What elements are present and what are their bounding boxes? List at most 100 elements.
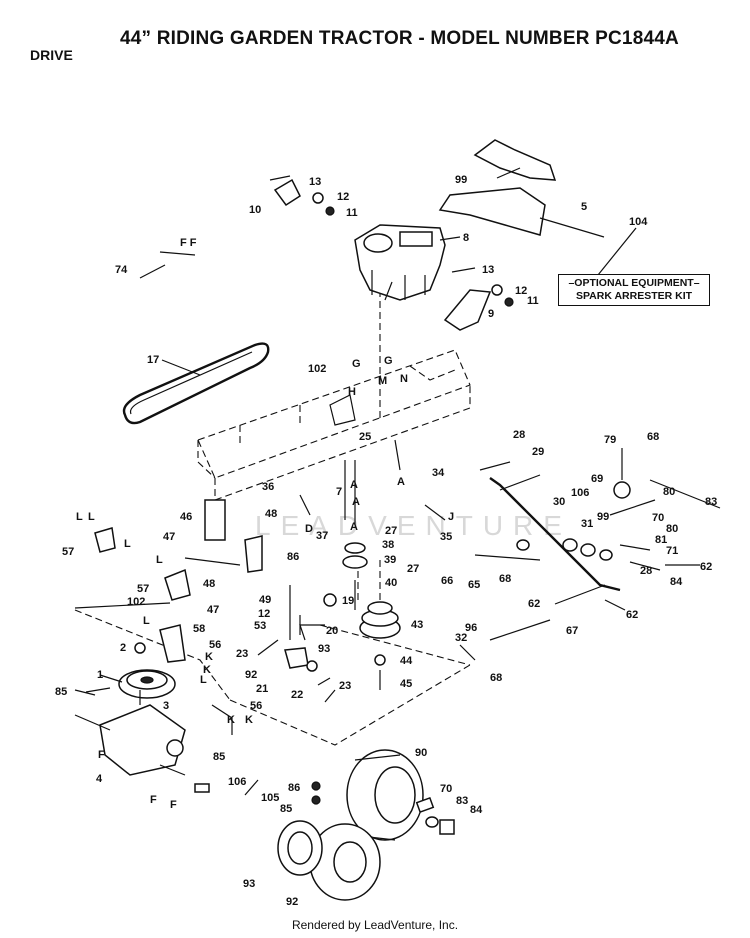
section-label: DRIVE xyxy=(30,47,73,63)
label-11b: 11 xyxy=(527,295,539,307)
label-42: 44 xyxy=(400,655,413,667)
label-L1: L xyxy=(76,511,83,523)
label-39: 39 xyxy=(384,554,396,566)
callout-line-2: SPARK ARRESTER KIT xyxy=(575,290,693,302)
muffler-left xyxy=(269,175,335,216)
label-31: 30 xyxy=(553,496,565,508)
label-61a: 68 xyxy=(647,431,659,443)
label-78: 90 xyxy=(415,747,427,759)
label-4: 4 xyxy=(96,773,103,785)
label-57: 65 xyxy=(468,579,480,591)
label-32: 31 xyxy=(581,518,593,530)
label-68: 79 xyxy=(604,434,616,446)
steering-shaft xyxy=(474,448,721,641)
label-80: 93 xyxy=(243,878,255,890)
label-54b: 57 xyxy=(137,583,149,595)
label-30: 29 xyxy=(532,446,544,458)
label-48: 49 xyxy=(259,594,271,606)
label-12b: 12 xyxy=(515,285,527,297)
optional-equipment-callout: –OPTIONAL EQUIPMENT– SPARK ARRESTER KIT xyxy=(558,274,710,306)
label-53b: 56 xyxy=(250,700,262,712)
label-85a: 85 xyxy=(55,686,67,698)
left-brackets xyxy=(74,499,263,735)
label-60: 68 xyxy=(490,672,502,684)
label-7: 7 xyxy=(336,486,342,498)
label-58: 67 xyxy=(566,625,578,637)
page-title: 44” RIDING GARDEN TRACTOR - MODEL NUMBER… xyxy=(120,28,679,49)
label-19: 19 xyxy=(342,595,354,607)
footer-credit: Rendered by LeadVenture, Inc. xyxy=(291,918,459,932)
label-K2: K xyxy=(203,664,211,676)
label-27a: 27 xyxy=(385,525,397,537)
label-56c: 62 xyxy=(626,609,638,621)
label-9: 9 xyxy=(488,308,494,320)
label-1: 1 xyxy=(97,669,103,681)
callout-line-1: –OPTIONAL EQUIPMENT– xyxy=(568,277,700,289)
tractor-frame xyxy=(74,290,471,746)
label-D3: F xyxy=(170,799,177,811)
label-23a: 23 xyxy=(236,648,248,660)
label-A2: A xyxy=(397,476,405,488)
label-61b: 68 xyxy=(499,573,511,585)
label-A4: A xyxy=(350,521,358,533)
label-83: 83 xyxy=(456,795,468,807)
label-102a: 102 xyxy=(308,363,326,375)
label-L3: L xyxy=(124,538,131,550)
label-93: 93 xyxy=(318,643,330,655)
label-13b: 13 xyxy=(482,264,494,276)
label-37: 37 xyxy=(316,530,328,542)
hub-parts-62-83-84 xyxy=(415,796,455,835)
small-hardware xyxy=(74,251,476,805)
washers-38-39 xyxy=(342,542,368,610)
label-2: 2 xyxy=(120,642,126,654)
label-85b: 85 xyxy=(213,751,225,763)
label-45a: 47 xyxy=(163,531,175,543)
leader-lines xyxy=(85,167,637,703)
label-N: N xyxy=(400,373,408,385)
pulley-41 xyxy=(359,601,401,639)
label-96: 96 xyxy=(465,622,477,634)
label-102b: 102 xyxy=(127,596,145,608)
label-74: 74 xyxy=(115,264,128,276)
label-55: 58 xyxy=(193,623,205,635)
label-67: 71 xyxy=(666,545,678,557)
label-47: 48 xyxy=(265,508,277,520)
drive-belt-17 xyxy=(122,342,270,425)
rear-wheel-78 xyxy=(346,749,424,841)
label-3: 3 xyxy=(163,700,169,712)
label-86: 86 xyxy=(287,551,299,563)
label-10: 10 xyxy=(249,204,261,216)
label-12a: 12 xyxy=(337,191,349,203)
label-56b: 62 xyxy=(528,598,540,610)
label-8: 8 xyxy=(463,232,469,244)
label-K1: K xyxy=(205,651,213,663)
label-34: 34 xyxy=(432,467,445,479)
front-wheel-79 xyxy=(309,823,381,901)
label-81: 106 xyxy=(228,776,246,788)
label-28: 28 xyxy=(640,565,652,577)
label-72: 84 xyxy=(670,576,683,588)
label-65: 69 xyxy=(591,473,603,485)
muffler-right xyxy=(443,267,514,331)
label-79: 92 xyxy=(286,896,298,908)
label-A3: A xyxy=(352,496,360,508)
label-69b: 80 xyxy=(666,523,678,535)
engine-pulley-1 xyxy=(118,669,176,699)
label-20: 20 xyxy=(326,625,338,637)
label-36: 36 xyxy=(262,481,274,493)
label-D1: F xyxy=(98,749,105,761)
label-84: 84 xyxy=(470,804,483,816)
label-25: 25 xyxy=(359,431,371,443)
label-B: D xyxy=(305,523,313,535)
label-21: 21 xyxy=(256,683,268,695)
label-40: 40 xyxy=(385,577,397,589)
label-59: 66 xyxy=(441,575,453,587)
label-62: 70 xyxy=(440,783,452,795)
engine-bracket-5 xyxy=(438,187,546,236)
label-27b: 27 xyxy=(407,563,419,575)
part-number-labels: 99 5 104 8 13 12 10 11 13 12 11 9 74 F F… xyxy=(55,174,717,908)
label-23b: 23 xyxy=(339,680,351,692)
label-69a: 80 xyxy=(663,486,675,498)
label-11a: 11 xyxy=(346,207,358,219)
label-H: H xyxy=(348,386,356,398)
